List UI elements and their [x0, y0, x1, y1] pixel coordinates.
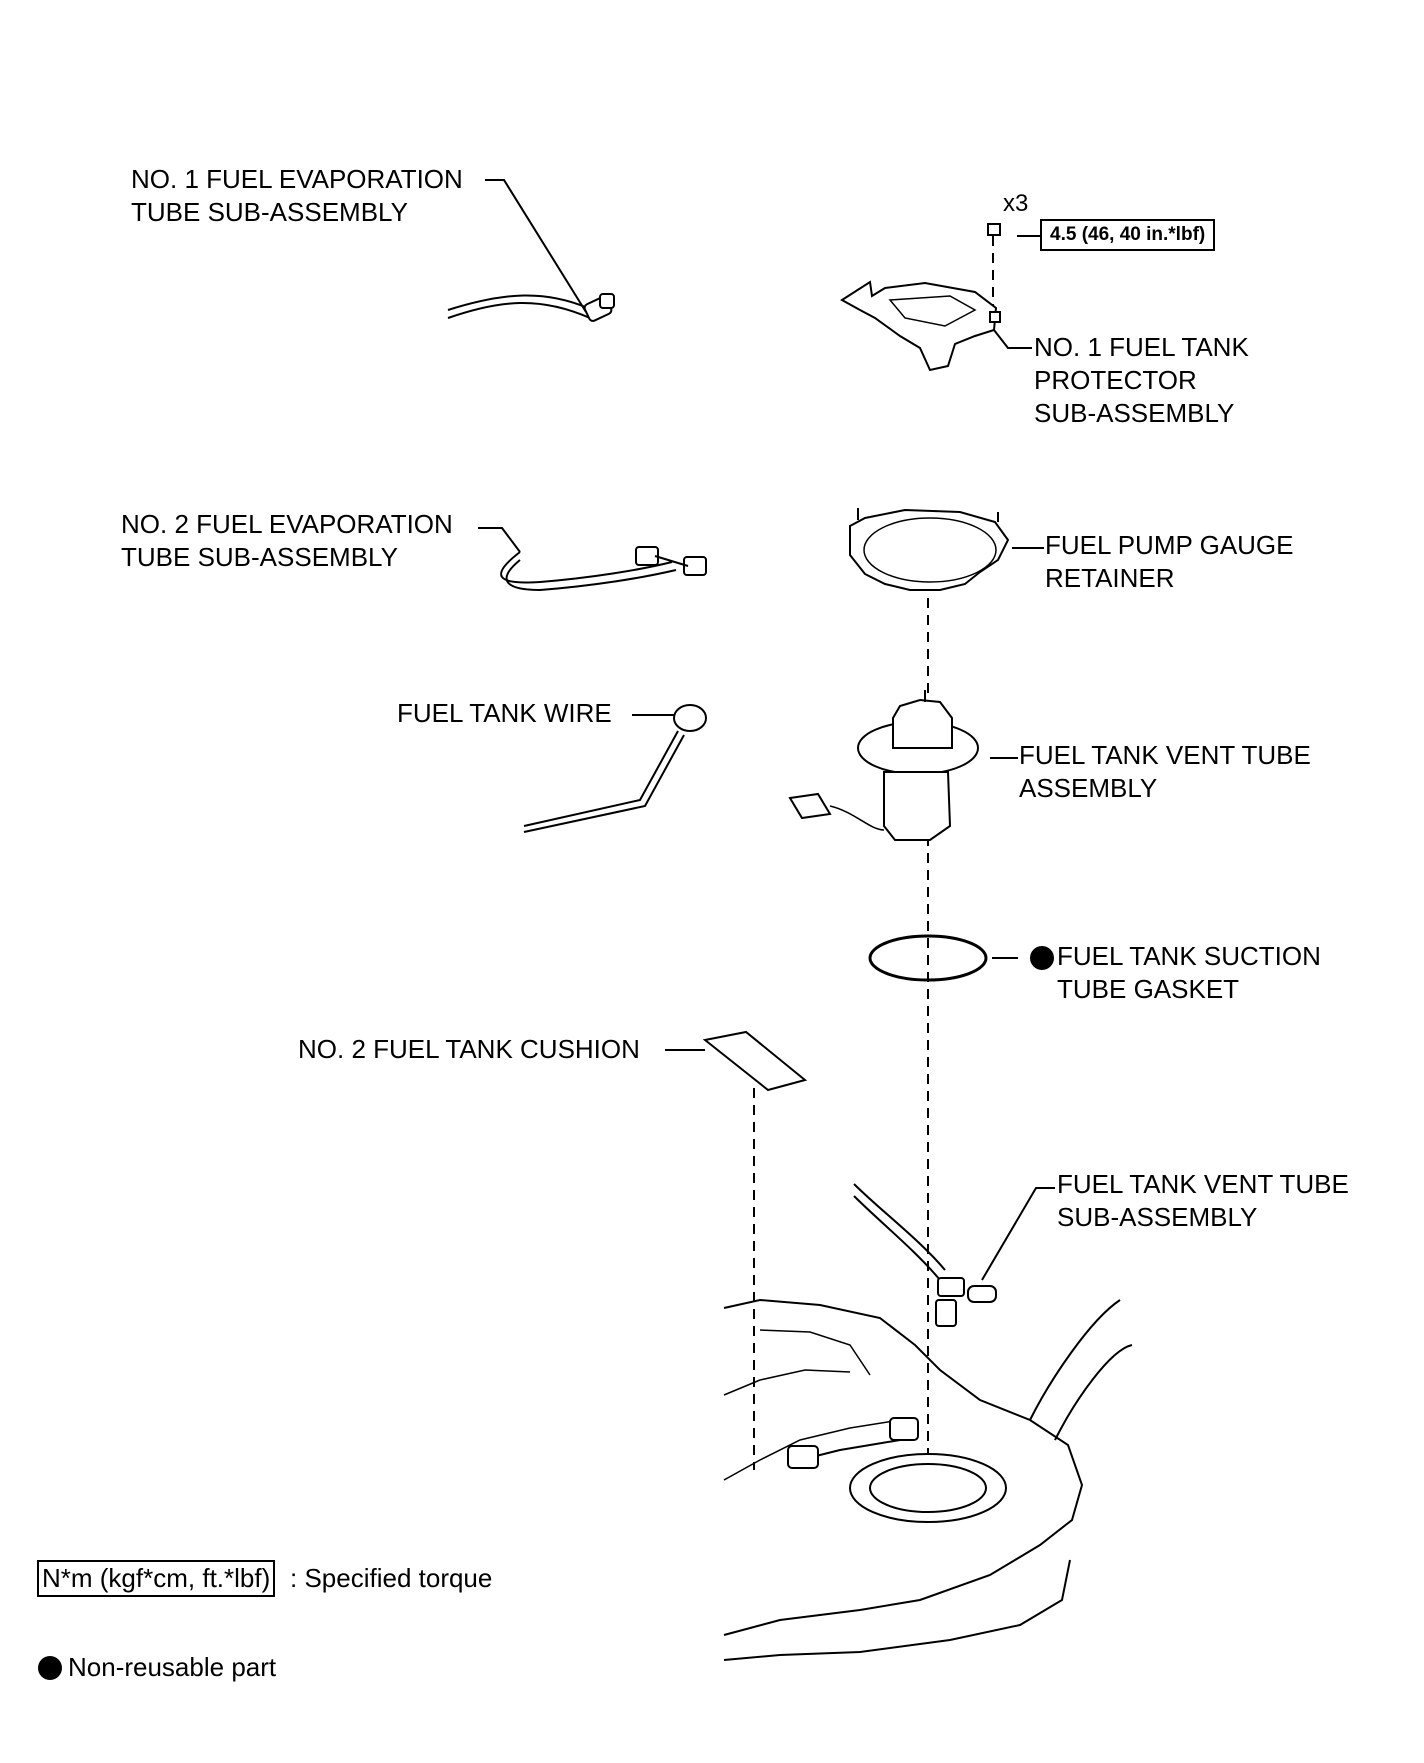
alignment-lines [753, 236, 994, 1500]
label-fuel-tank-wire: FUEL TANK WIRE [397, 698, 612, 728]
vent-tube-sub-assembly-drawing [853, 1183, 997, 1327]
legend-non-reusable-marker [38, 1656, 62, 1680]
fuel-tank-drawing [723, 1298, 1133, 1661]
non-reusable-marker [1030, 946, 1054, 970]
label-protector: NO. 1 FUEL TANK PROTECTOR SUB-ASSEMBLY [1034, 332, 1249, 428]
protector-drawing [840, 223, 1001, 372]
cushion-drawing [702, 1030, 808, 1092]
evaporation-tube-2-drawing [500, 546, 707, 592]
label-fuel-tank-cushion: NO. 2 FUEL TANK CUSHION [298, 1034, 640, 1064]
label-vent-tube-sub-assembly: FUEL TANK VENT TUBE SUB-ASSEMBLY [1057, 1169, 1349, 1232]
label-evaporation-tube-2: NO. 2 FUEL EVAPORATION TUBE SUB-ASSEMBLY [121, 509, 453, 572]
leader-lines [478, 179, 1055, 1281]
evaporation-tube-1-drawing [447, 293, 615, 322]
fuel-tank-wire-drawing [523, 704, 707, 833]
label-evaporation-tube-1: NO. 1 FUEL EVAPORATION TUBE SUB-ASSEMBLY [131, 164, 463, 227]
legend-torque-text: : Specified torque [290, 1563, 493, 1593]
vent-tube-assembly-drawing [788, 690, 979, 841]
label-retainer: FUEL PUMP GAUGE RETAINER [1045, 530, 1294, 593]
label-vent-tube-assembly: FUEL TANK VENT TUBE ASSEMBLY [1019, 740, 1311, 803]
fastener-quantity: x3 [1003, 190, 1029, 217]
retainer-drawing [849, 508, 1010, 591]
gasket-drawing [868, 934, 988, 982]
legend-non-reusable-text: Non-reusable part [68, 1652, 277, 1682]
torque-spec-box: 4.5 (46, 40 in.*lbf) [1040, 219, 1216, 251]
label-suction-tube-gasket: FUEL TANK SUCTION TUBE GASKET [1057, 941, 1321, 1004]
legend-torque-units-box: N*m (kgf*cm, ft.*lbf) [37, 1560, 276, 1597]
